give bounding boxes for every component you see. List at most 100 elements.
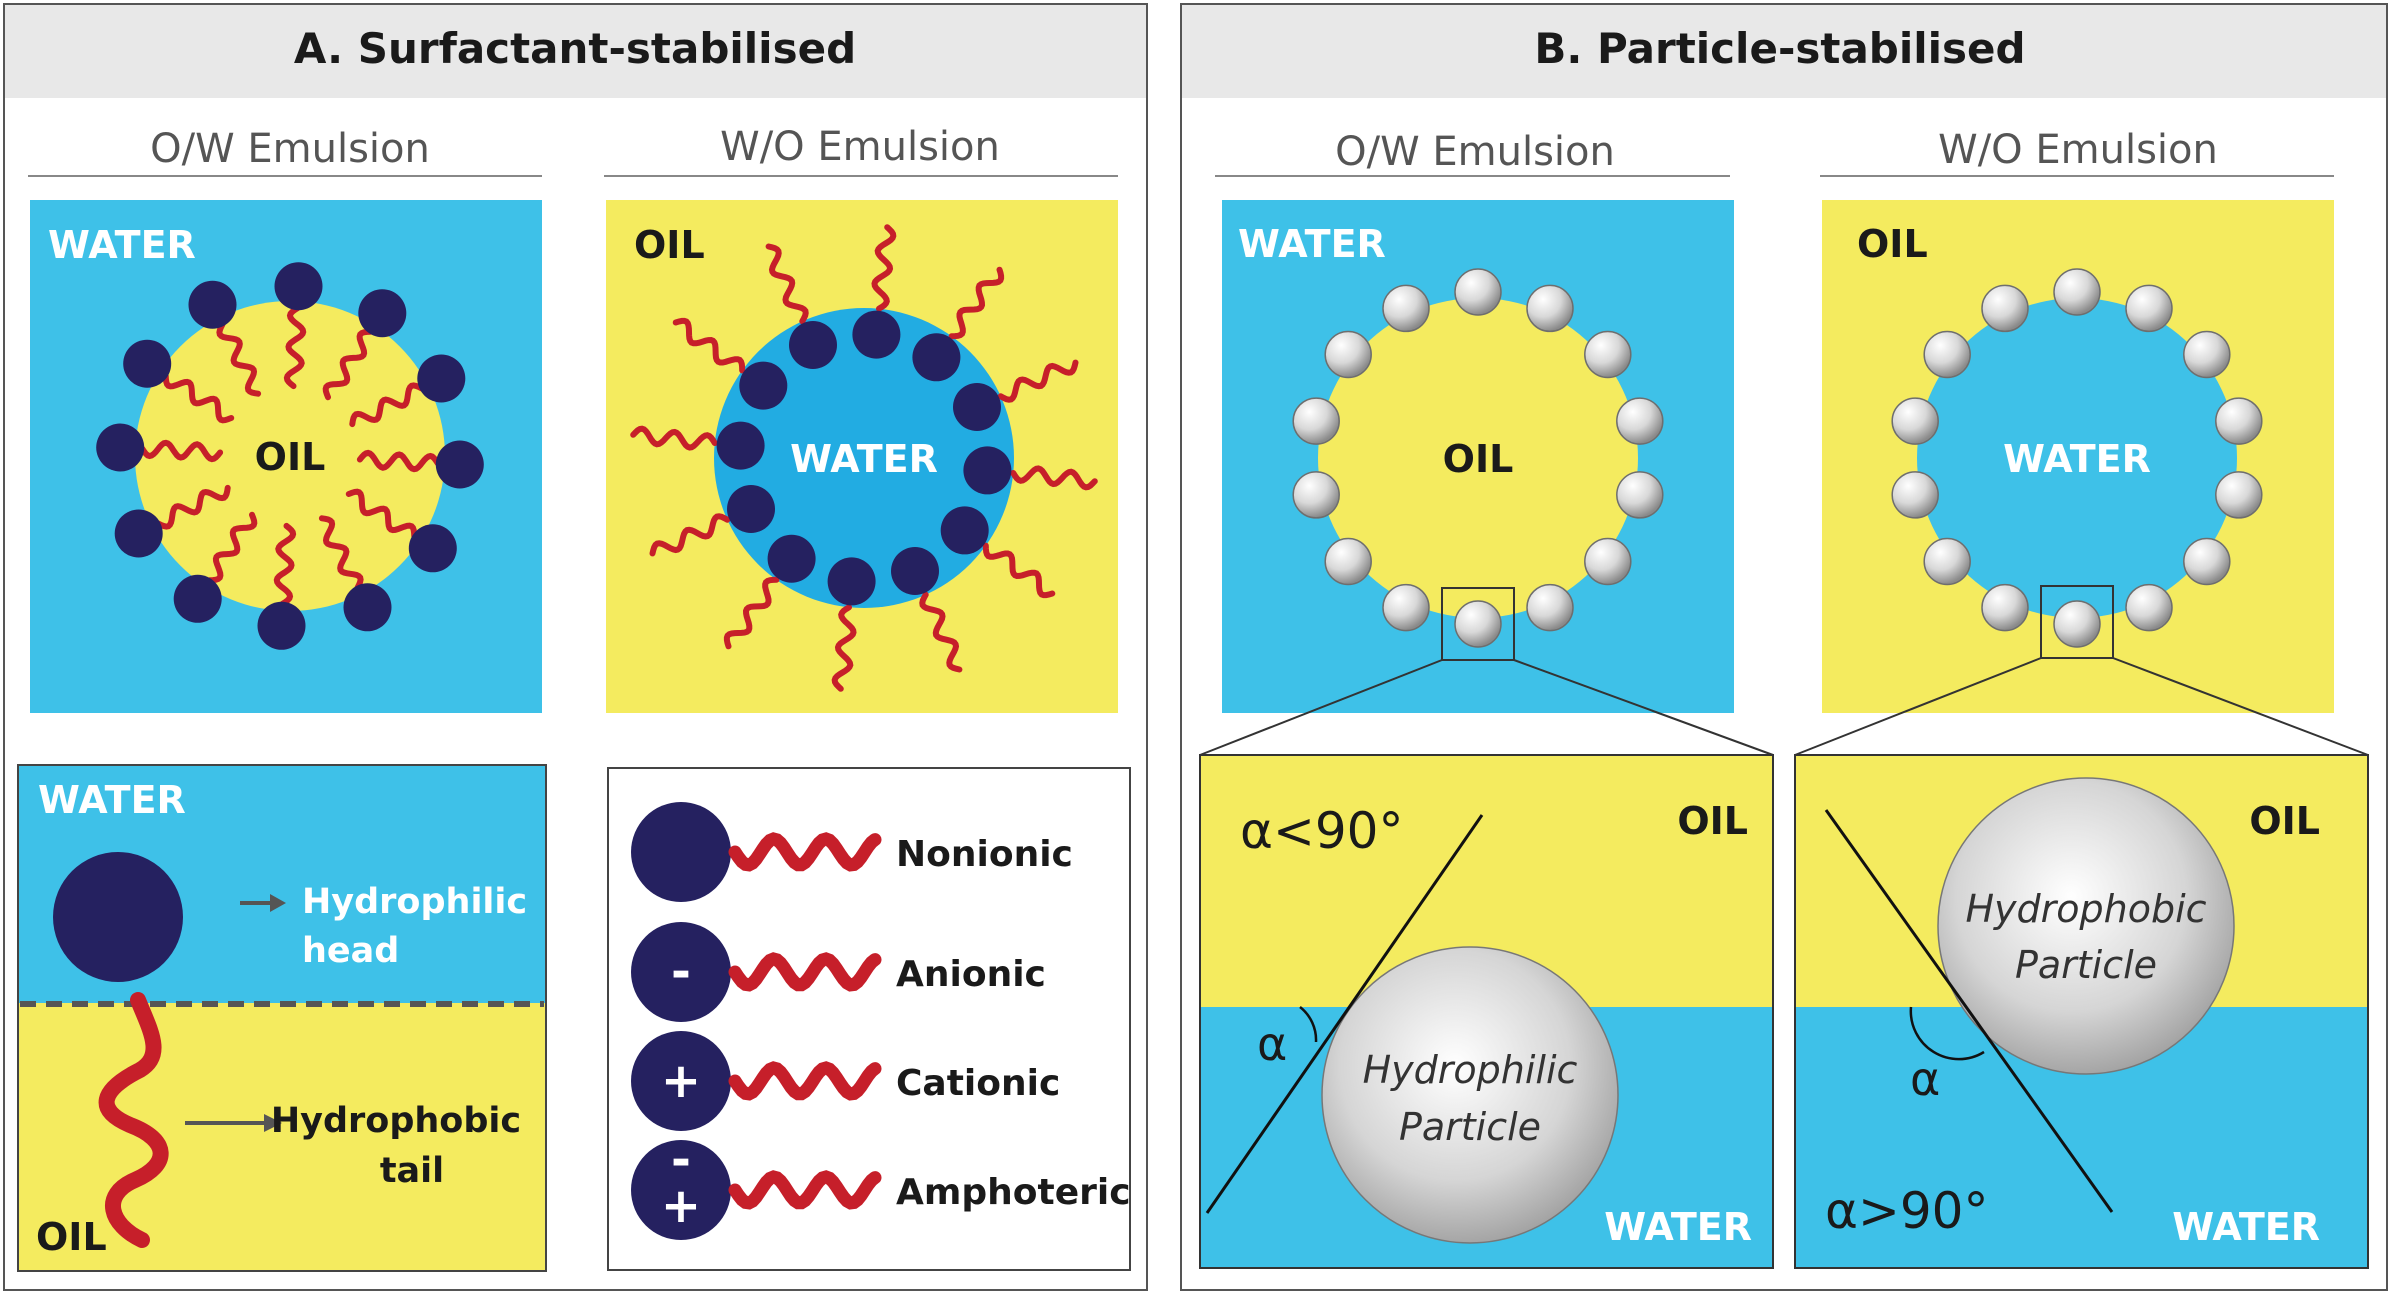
surfactant-tail [345,488,418,540]
a-legend-items: Nonionic-Anionic+Cationic-+Amphoteric [631,802,1131,1240]
particle [1292,471,1340,519]
a-detail-tail-label-1: Hydrophobic [271,1101,521,1141]
particle [1454,600,1502,648]
particle [2053,268,2101,316]
surfactant-tail [723,576,780,650]
b-zr-frame [1794,754,2369,1269]
legend-head [631,802,731,902]
surfactant-tail [139,439,224,463]
surfactant-head [891,547,939,595]
b-wo-particles [1891,268,2263,648]
surfactant-tail [672,317,746,374]
surfactant-tail [1010,465,1098,491]
a-detail-oil-label: OIL [36,1215,107,1259]
surfactant-head [274,262,323,311]
a-detail-box: WATER Hydrophilic head Hydrophobic tail … [17,764,547,1272]
a-detail-tail-label-2: tail [380,1151,444,1191]
legend-item-cationic: + Cationic [631,1031,1060,1131]
a-detail-frame [17,764,547,1272]
surfactant-tail [982,542,1056,599]
panel-a-title: A. Surfactant-stabilised [294,24,856,73]
b-zl-alpha: α [1257,1017,1287,1071]
surfactant-tail [948,266,1005,340]
a-detail-tail-arrow [185,1114,282,1132]
a-detail-head-label-2: head [302,931,399,971]
surfactant-tail [997,359,1079,403]
b-zr-tangent [1824,809,2114,1213]
b-zr-water-label: WATER [2172,1205,2320,1249]
surfactant-head [435,440,484,489]
b-zl-tangent [1205,814,1484,1214]
legend-charge-sign: - [671,1132,691,1188]
surfactant-tail [283,305,307,390]
surfactant-head [408,524,457,573]
surfactant-tail [216,321,262,397]
legend-tail [728,1170,882,1210]
legend-label: Amphoteric [896,1172,1131,1213]
particle [1324,537,1372,586]
a-wo-inner-label: WATER [790,437,938,481]
surfactant-tail [349,382,425,428]
particle [2215,397,2263,445]
surfactant-head [257,601,306,650]
particle [2125,583,2173,632]
legend-tail [728,952,882,992]
b-zr-particle-label-2: Particle [2015,943,2157,987]
particle [2183,330,2231,379]
particle [1981,284,2029,333]
legend-label: Nonionic [896,834,1073,875]
a-wo-water-droplet [714,308,1014,608]
b-zl-particle [1321,946,1619,1244]
particle [1981,583,2029,632]
particle [1382,284,1430,333]
surfactant-tail [765,243,809,325]
b-zl-oil-label: OIL [1677,799,1748,843]
surfactant-head [114,509,163,558]
particle [1616,397,1664,445]
b-ow-zoom-marker [1441,587,1515,661]
panel-b: B. Particle-stabilised O/W Emulsion WATE… [1180,3,2388,1291]
particle [2125,284,2173,333]
surfactant-head [358,289,407,338]
legend-charge-sign: - [671,944,691,1000]
panel-b-header [1182,5,2386,98]
particle [1584,537,1632,586]
legend-label: Cationic [896,1063,1060,1104]
particle [2215,471,2263,519]
b-ow-outer-label: WATER [1238,222,1386,266]
b-zr-particle [1937,777,2235,1075]
surfactant-head [912,333,961,382]
b-wo-zoom-marker [2040,585,2114,659]
b-zl-particle-label-2: Particle [1399,1105,1541,1149]
surfactant-head [417,354,466,403]
surfactant-head [96,423,145,472]
a-detail-head [53,852,183,982]
particle [1616,471,1664,519]
surfactant-tail [322,328,374,401]
a-legend: Nonionic-Anionic+Cationic-+Amphoteric [607,767,1131,1271]
legend-item-amphoteric: -+Amphoteric [631,1132,1131,1240]
a-detail-water-label: WATER [38,778,186,822]
legend-head [631,1031,731,1131]
surfactant-tail [871,224,897,312]
legend-charge-sign: + [661,1053,701,1109]
b-wo-outer-label: OIL [1857,222,1928,266]
surfactant-tail [919,591,963,673]
b-wo-heading: W/O Emulsion [1938,127,2218,173]
particle [2183,537,2231,586]
particle [1891,397,1939,445]
b-ow-oil-droplet [1318,298,1638,618]
b-zoom-hydrophobic [1795,755,2368,1268]
panel-b-title: B. Particle-stabilised [1534,24,2025,73]
particle [1526,583,1574,632]
a-ow-surfactant-heads [96,262,484,650]
particle [1382,583,1430,632]
surfactant-head [963,446,1012,495]
surfactant-tail [155,484,231,530]
a-wo-surfactant-tails [630,224,1098,692]
surfactant-tail [273,522,297,607]
particle [1526,284,1574,333]
a-wo-outer-label: OIL [634,223,705,267]
b-zr-oil-label: OIL [2249,799,2320,843]
b-zr-particle-label-1: Hydrophobic [1965,887,2206,931]
